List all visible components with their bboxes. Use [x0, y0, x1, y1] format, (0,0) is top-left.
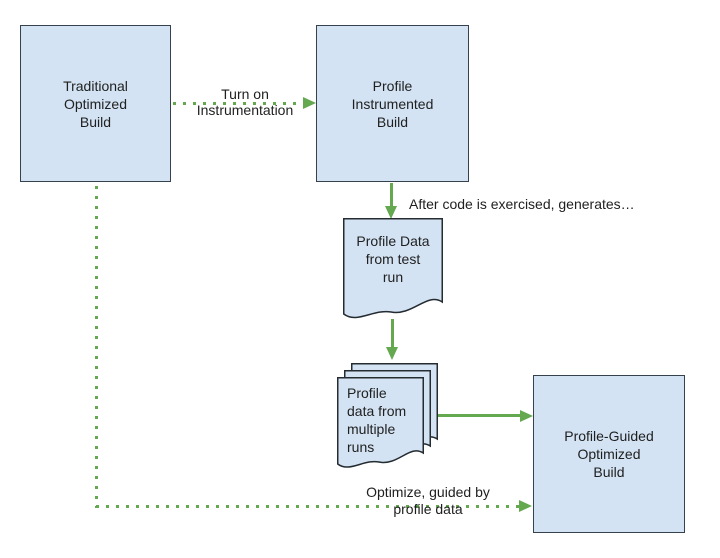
edge-optimize-vertical [95, 186, 98, 508]
arrowhead-right-icon [519, 500, 532, 512]
document-shape [343, 218, 443, 319]
document-shape [337, 377, 424, 468]
edge-label-optimize: Optimize, guided by profile data [338, 484, 518, 518]
node-label-line: Instrumented [351, 95, 434, 112]
node-label-line: Build [79, 113, 112, 130]
edge-to-pgo-build [438, 414, 521, 417]
edge-turn-on-instrumentation [173, 102, 303, 105]
node-label: Profile-Guided Optimized Build [564, 427, 654, 481]
node-label-line: Optimized [63, 95, 127, 112]
doc-label-line: multiple [347, 421, 396, 437]
doc-label-line: Profile [347, 385, 387, 401]
arrowhead-down-icon [386, 347, 398, 360]
doc-label-line: data from [347, 403, 407, 419]
node-label-line: Optimized [577, 446, 641, 462]
node-label-line: Build [593, 464, 625, 480]
edge-label-turn-on: Turn on Instrumentation [175, 86, 315, 118]
doc-label-line: Profile Data [356, 233, 430, 249]
doc-label-line: from test [365, 251, 421, 267]
node-profile-guided-optimized-build: Profile-Guided Optimized Build [533, 375, 685, 533]
node-label-line: Profile-Guided [564, 428, 654, 444]
node-traditional-optimized-build: Traditional Optimized Build [20, 25, 171, 182]
doc-profile-data-test-run [343, 218, 443, 319]
doc-label-line: runs [347, 439, 375, 455]
edge-label-after-exercise: After code is exercised, generates… [409, 196, 635, 212]
edge-to-multiple-runs [391, 319, 394, 348]
edge-label-line: Turn on [221, 86, 269, 102]
arrowhead-down-icon [385, 206, 397, 219]
edge-optimize-horizontal [96, 505, 519, 508]
node-label-line: Traditional [63, 77, 128, 94]
node-label: Traditional Optimized Build [63, 77, 128, 131]
doc-label-test-run: Profile Data from test run [346, 232, 440, 286]
arrowhead-right-icon [520, 410, 533, 422]
node-label-line: Profile [372, 77, 413, 94]
node-label: Profile Instrumented Build [352, 77, 434, 131]
edge-label-line: Instrumentation [196, 102, 294, 118]
edge-generates-profile-data [390, 183, 393, 207]
node-label-line: Build [376, 113, 409, 130]
node-profile-instrumented-build: Profile Instrumented Build [316, 25, 469, 182]
doc-profile-data-multiple-runs [337, 377, 424, 468]
edge-label-line: profile data [393, 501, 463, 517]
arrowhead-right-icon [303, 97, 316, 109]
edge-label-line: Optimize, guided by [366, 484, 490, 500]
doc-label-line: run [382, 269, 404, 285]
doc-label-multiple-runs: Profile data from multiple runs [347, 384, 423, 456]
